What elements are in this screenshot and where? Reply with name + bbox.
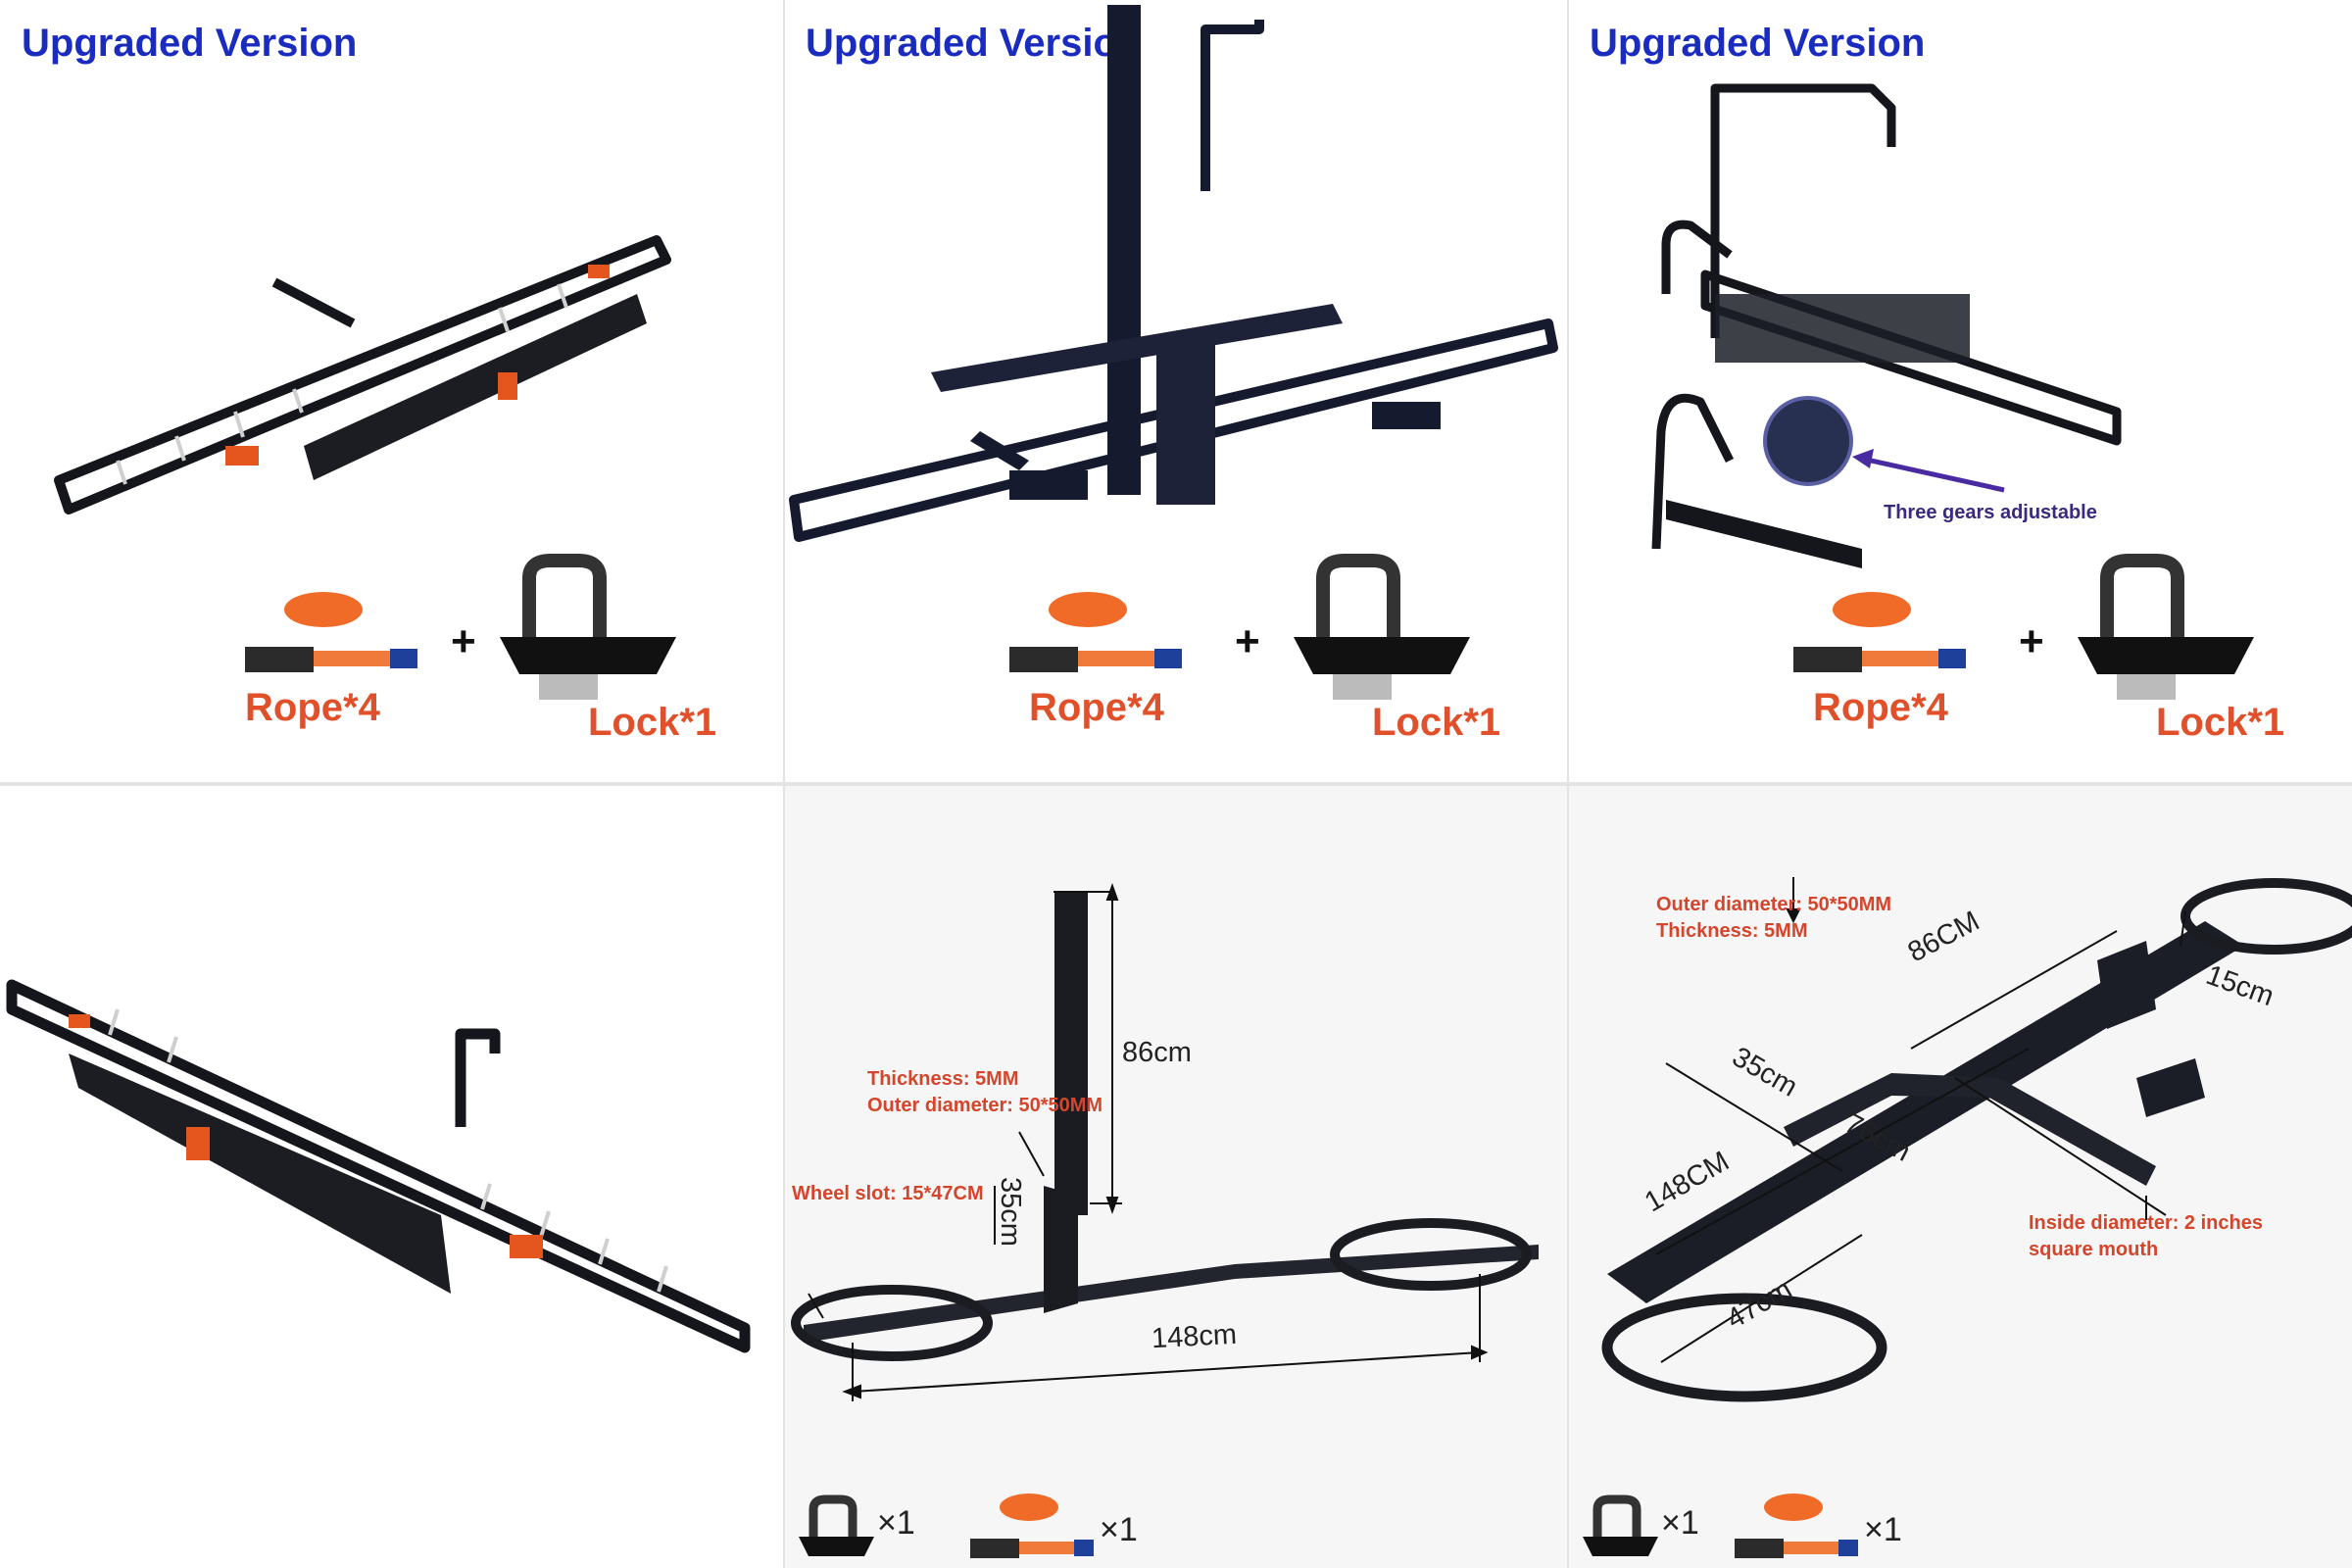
dimension-diagram xyxy=(791,883,1539,1558)
strap-icon xyxy=(970,1494,1094,1558)
strap-icon xyxy=(1793,592,1966,672)
rope-label: Rope*4 xyxy=(1813,686,1948,729)
hitch-lock-icon xyxy=(1294,554,1470,700)
panel-upgraded-3: Upgraded Version xyxy=(1568,0,2352,784)
hitch-lock-icon xyxy=(799,1494,874,1556)
divider xyxy=(0,782,2352,786)
wheel-slot-note: Wheel slot: 15*47CM xyxy=(792,1183,984,1204)
arm-dimension: 35cm xyxy=(994,1177,1026,1247)
thickness-note: Thickness: 5MM Outer diameter: 50*50MM xyxy=(867,1068,1103,1116)
strap-icon xyxy=(1009,592,1182,672)
hitch-lock-icon xyxy=(2078,554,2254,700)
panel-title: Upgraded Version xyxy=(806,22,1142,65)
outer-diameter-note: Outer diameter: 50*50MM Thickness: 5MM xyxy=(1656,894,1892,942)
panel-carrier-side xyxy=(0,784,784,1568)
panel-upgraded-1: Upgraded Version xyxy=(0,0,784,784)
rope-quantity: ×1 xyxy=(1864,1511,1902,1548)
hitch-lock-icon xyxy=(1583,1494,1658,1556)
lock-quantity: ×1 xyxy=(877,1504,915,1542)
panel-dimensions-front: Thickness: 5MM Outer diameter: 50*50MM W… xyxy=(784,784,1568,1568)
panel-dimensions-rear: Outer diameter: 50*50MM Thickness: 5MM I… xyxy=(1568,784,2352,1568)
inside-diameter-note: Inside diameter: 2 inches square mouth xyxy=(2029,1212,2263,1260)
panel-upgraded-2: Upgraded Version xyxy=(784,0,1568,784)
plus-sign: + xyxy=(2019,617,2044,665)
dimension-diagram xyxy=(1583,877,2352,1558)
panel-title: Upgraded Version xyxy=(22,22,358,65)
rope-label: Rope*4 xyxy=(245,686,380,729)
carrier-image xyxy=(54,235,676,700)
rope-label: Rope*4 xyxy=(1029,686,1164,729)
gear-zoom-icon xyxy=(1763,396,1853,486)
lock-label: Lock*1 xyxy=(1372,701,1501,744)
strap-icon xyxy=(1735,1494,1858,1558)
plus-sign: + xyxy=(451,617,476,665)
carrier-image xyxy=(6,979,751,1353)
plus-sign: + xyxy=(1235,617,1260,665)
rope-quantity: ×1 xyxy=(1100,1511,1138,1548)
lock-label: Lock*1 xyxy=(2156,701,2285,744)
length-dimension: 148cm xyxy=(1151,1318,1238,1355)
strap-icon xyxy=(245,592,417,672)
panel-title: Upgraded Version xyxy=(1590,22,1926,65)
lock-quantity: ×1 xyxy=(1661,1504,1699,1542)
carrier-image xyxy=(1651,83,2254,700)
hitch-lock-icon xyxy=(500,554,676,700)
height-dimension: 86cm xyxy=(1122,1037,1192,1068)
lock-label: Lock*1 xyxy=(588,701,717,744)
gear-note: Three gears adjustable xyxy=(1884,502,2097,523)
carrier-image xyxy=(789,5,1558,700)
